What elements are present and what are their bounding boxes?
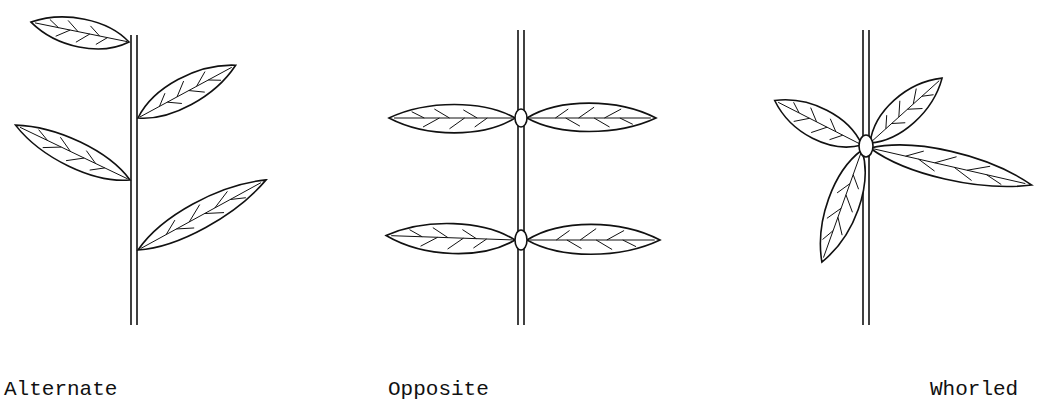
opposite-stem [386,30,660,325]
alternate-stem [9,9,272,325]
whorled-stem [767,30,1035,325]
arrangement-label: Opposite [388,378,489,401]
arrangement-label: Alternate [4,378,117,401]
arrangement-label: Whorled [930,378,1018,401]
